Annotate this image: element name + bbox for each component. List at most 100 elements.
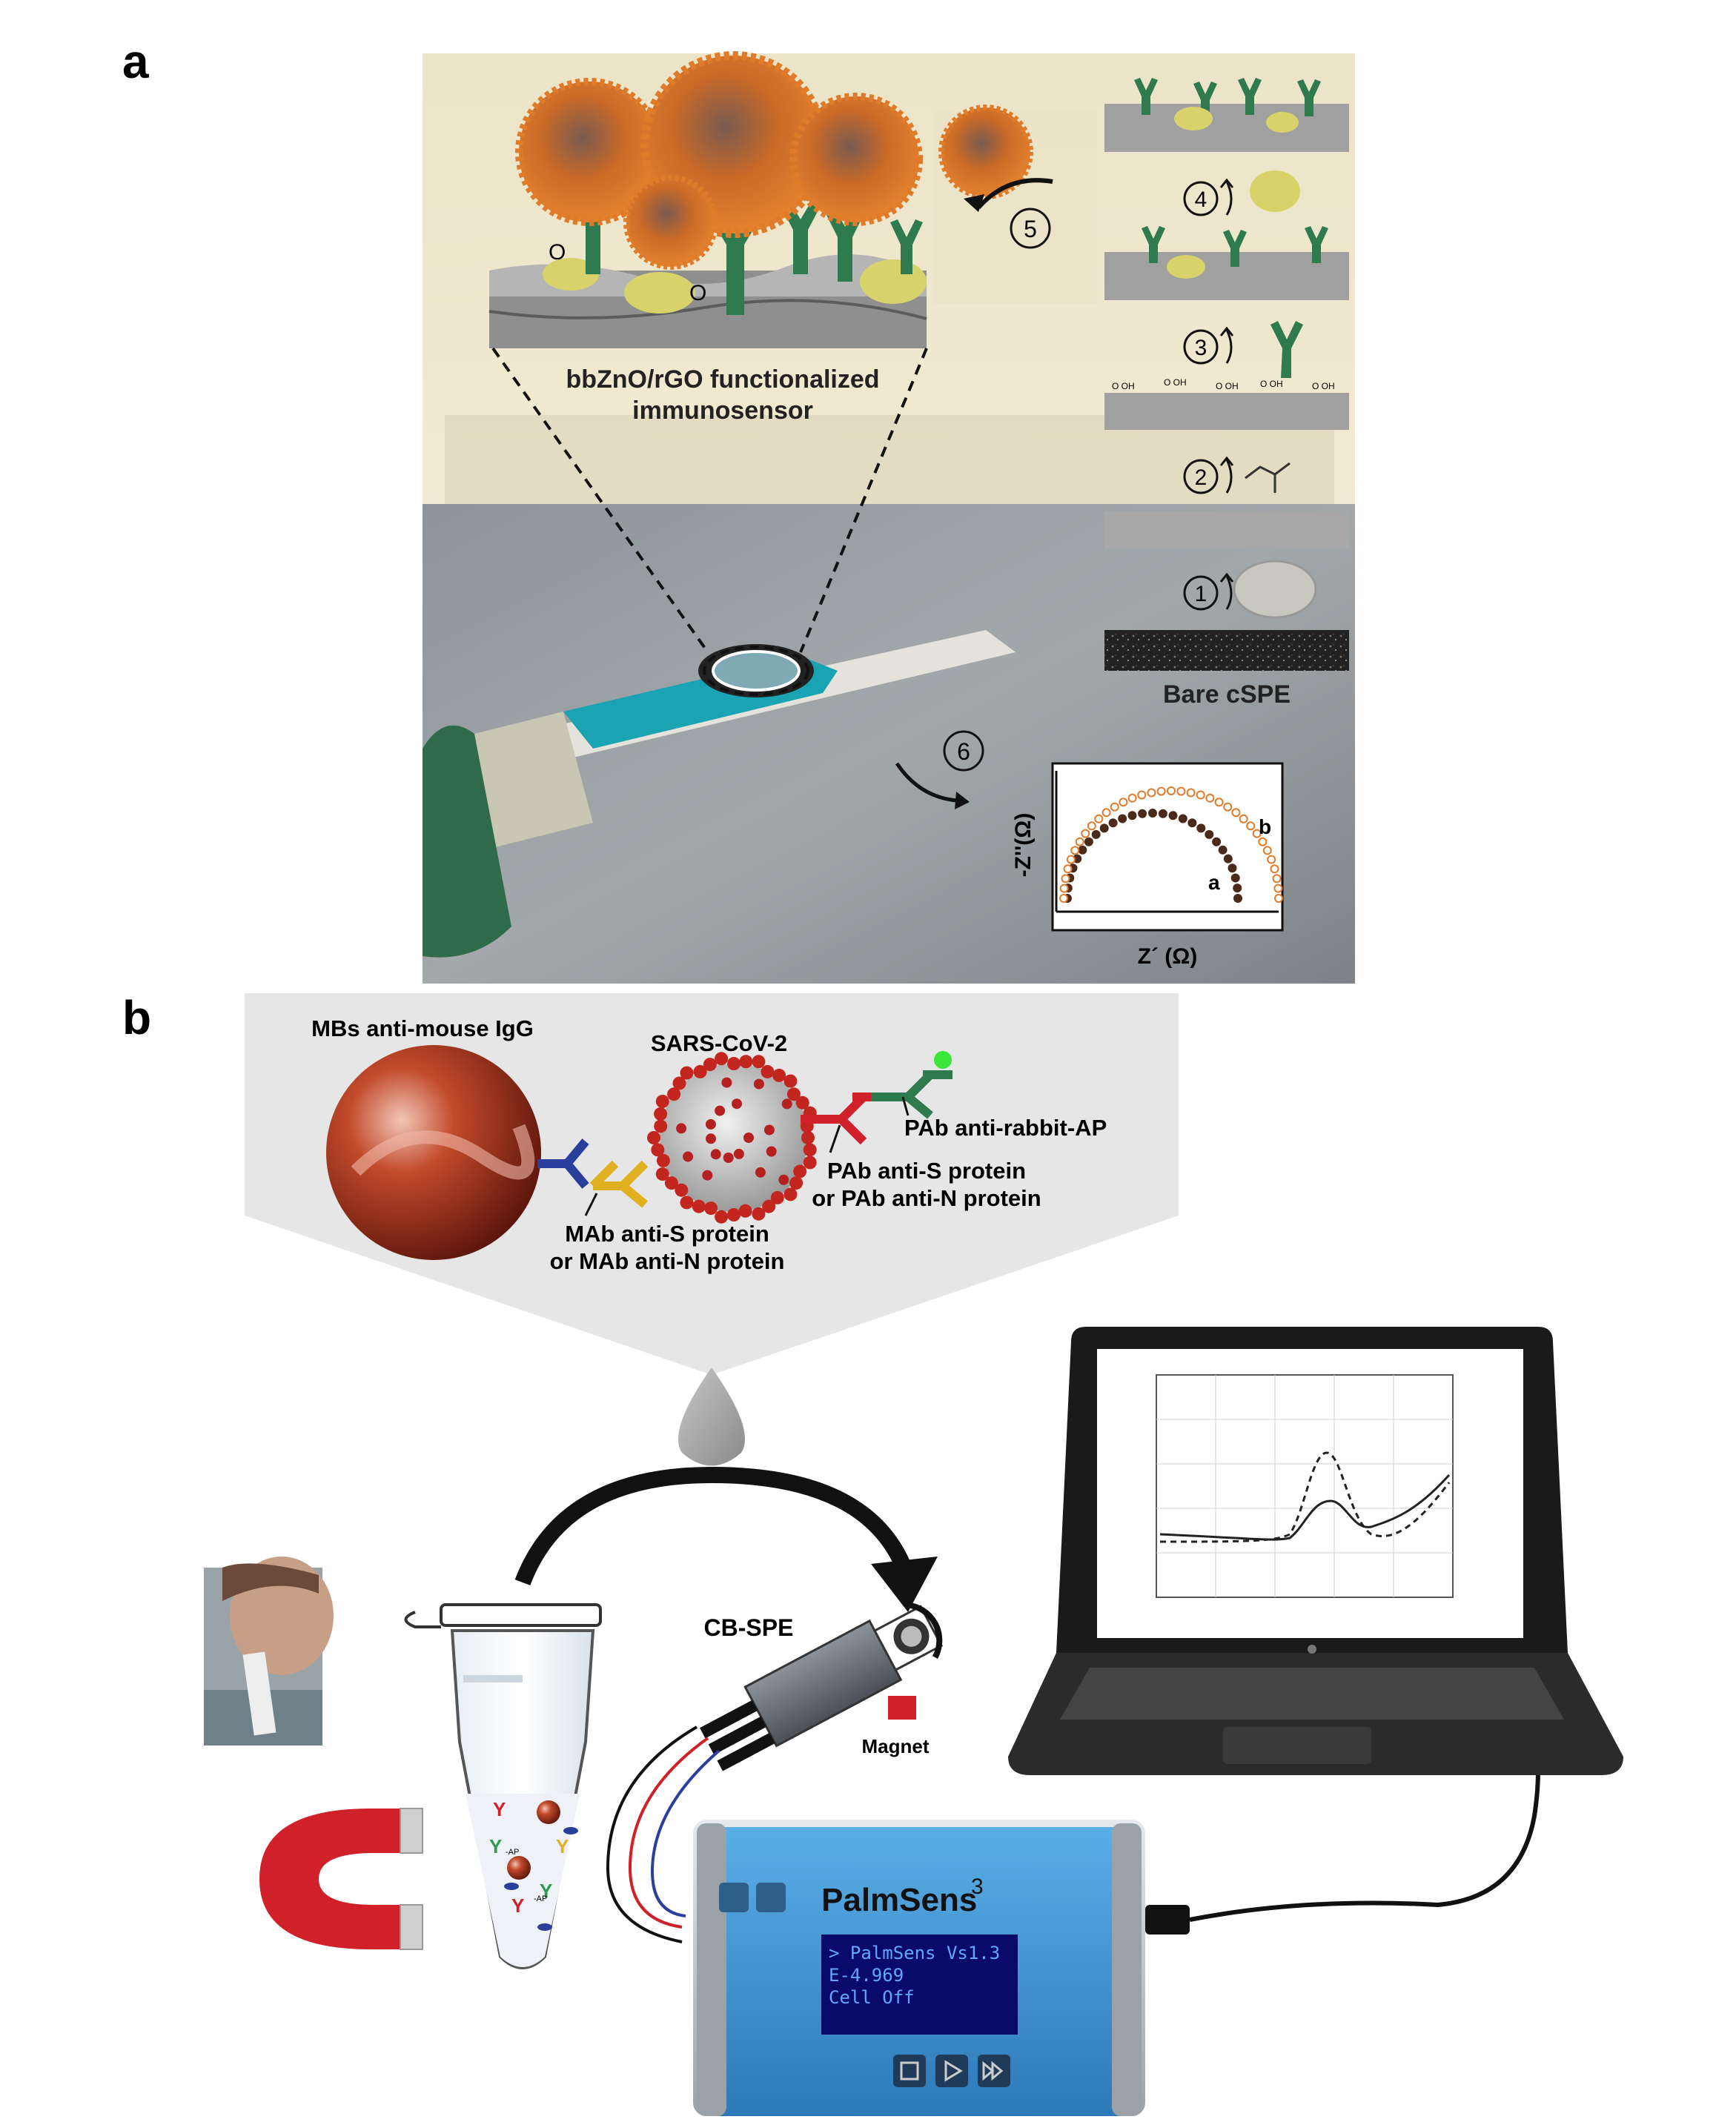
virus-spike bbox=[667, 1087, 681, 1101]
nyquist-point-a bbox=[1196, 823, 1206, 833]
nyquist-point-b bbox=[1252, 829, 1262, 838]
virus-spike bbox=[692, 1199, 706, 1213]
virus-spike bbox=[672, 1076, 686, 1090]
nyquist-point-b bbox=[1094, 814, 1104, 823]
virus-spike bbox=[723, 1153, 734, 1163]
play-button[interactable] bbox=[935, 2055, 968, 2087]
carbonyl-label: O bbox=[549, 240, 566, 265]
nyquist-point-b bbox=[1137, 790, 1147, 800]
nyquist-point-a bbox=[1138, 809, 1147, 818]
virus-spike bbox=[703, 1058, 717, 1072]
electrode-strip bbox=[423, 630, 1016, 958]
nyquist-point-b bbox=[1066, 855, 1076, 864]
tube-ap-tag: -AP bbox=[534, 1894, 547, 1903]
virus-spike bbox=[738, 1204, 752, 1218]
nyquist-point-b bbox=[1239, 814, 1248, 823]
virus-spike bbox=[753, 1078, 764, 1090]
nyquist-point-b bbox=[1075, 837, 1084, 846]
nyquist-point-b bbox=[1258, 837, 1268, 846]
nyquist-point-b bbox=[1267, 855, 1276, 864]
magnet-label: Magnet bbox=[862, 1735, 930, 1757]
virus-label: SARS-CoV-2 bbox=[651, 1030, 787, 1056]
virus-spike bbox=[739, 1055, 753, 1069]
virus-spike bbox=[733, 1148, 744, 1159]
step-1-number: 1 bbox=[1195, 582, 1207, 606]
virus-spike bbox=[654, 1119, 668, 1133]
virus-spike bbox=[675, 1183, 689, 1197]
skip-icon bbox=[982, 2061, 1004, 2081]
nyquist-point-b bbox=[1270, 864, 1279, 874]
beads-label: MBs anti-mouse IgG bbox=[311, 1015, 534, 1041]
surface-group: O OH bbox=[1112, 381, 1135, 391]
nyquist-point-b bbox=[1214, 798, 1224, 807]
nyquist-point-b bbox=[1063, 864, 1073, 874]
stop-icon bbox=[900, 2061, 919, 2081]
nyquist-point-b bbox=[1231, 808, 1241, 818]
stop-button[interactable] bbox=[893, 2055, 926, 2087]
sars-cov-2-particle bbox=[660, 1064, 808, 1212]
surface-group: O OH bbox=[1216, 381, 1239, 391]
virus-spike bbox=[715, 1105, 726, 1116]
magnetic-bead bbox=[326, 1045, 541, 1260]
nyquist-point-a bbox=[1233, 884, 1242, 893]
virus-spike bbox=[693, 1064, 707, 1078]
step-6-arrow: 6 bbox=[895, 738, 970, 809]
nyquist-point-b bbox=[1246, 821, 1256, 831]
nyquist-point-a bbox=[1218, 845, 1228, 855]
virus-spike bbox=[762, 1199, 776, 1213]
virus-spike bbox=[783, 1187, 798, 1201]
carbonyl-label: O bbox=[689, 281, 706, 305]
nyquist-ylabel: -Z''(Ω) bbox=[1011, 813, 1036, 878]
play-icon bbox=[944, 2060, 963, 2082]
pab-ap-label: PAb anti-rabbit-AP bbox=[904, 1115, 1107, 1141]
svg-text:Y: Y bbox=[489, 1835, 502, 1857]
virus-spike bbox=[705, 1118, 716, 1130]
nyquist-point-a bbox=[1148, 809, 1157, 818]
nyquist-point-b bbox=[1274, 894, 1283, 903]
virus-spike bbox=[655, 1095, 669, 1108]
svg-text:Y: Y bbox=[556, 1835, 569, 1857]
virus-spike bbox=[676, 1123, 687, 1134]
nyquist-xlabel: Z´ (Ω) bbox=[1138, 944, 1198, 969]
virus-spike bbox=[766, 1146, 777, 1157]
virus-spike bbox=[752, 1207, 766, 1221]
device-model-superscript: 3 bbox=[971, 1874, 984, 1899]
virus-spike bbox=[743, 1133, 754, 1143]
nyquist-point-b bbox=[1156, 786, 1166, 796]
light-button[interactable] bbox=[756, 1883, 786, 1912]
nyquist-point-a bbox=[1118, 814, 1127, 823]
virus-spike bbox=[651, 1143, 665, 1157]
sensor-label-line1: bbZnO/rGO functionalized bbox=[566, 365, 879, 394]
sample-tube: Y Y Y Y Y -AP -AP bbox=[404, 1603, 602, 1969]
surface-group: O OH bbox=[1312, 381, 1335, 391]
nyquist-point-a bbox=[1223, 854, 1233, 863]
fabrication-steps: O OH O OH O OH O OH O OH 4 3 2 1 Bare cS… bbox=[943, 78, 1349, 772]
patient-photo bbox=[204, 1557, 334, 1746]
nyquist-point-a bbox=[1108, 818, 1118, 828]
virus-spike bbox=[778, 1174, 789, 1185]
virus-spike bbox=[727, 1208, 741, 1221]
nyquist-point-b bbox=[1087, 821, 1096, 831]
virus-spike bbox=[710, 1149, 721, 1160]
nyquist-point-b bbox=[1127, 793, 1137, 803]
nyquist-point-b bbox=[1110, 802, 1119, 812]
nyquist-point-b bbox=[1081, 829, 1090, 838]
ap-label-dot bbox=[934, 1051, 952, 1069]
potentiostat: PalmSens 3 > PalmSens Vs1.3 E-4.969 Cell… bbox=[693, 1820, 1190, 2116]
tube-ap-tag: -AP bbox=[506, 1848, 519, 1857]
step-5-number: 5 bbox=[1024, 216, 1037, 242]
electrode-label: CB-SPE bbox=[704, 1614, 794, 1641]
virus-spike bbox=[647, 1131, 660, 1144]
virus-spike bbox=[795, 1095, 809, 1110]
power-button[interactable] bbox=[719, 1883, 749, 1912]
nyquist-point-b bbox=[1186, 788, 1196, 798]
virus-spike bbox=[761, 1064, 775, 1078]
surface-group: O OH bbox=[1164, 377, 1187, 388]
zoom-lines bbox=[491, 347, 928, 654]
nyquist-point-b bbox=[1272, 874, 1282, 884]
panel-b-letter: b bbox=[122, 991, 151, 1044]
cb-spe-electrode: CB-SPE Magnet bbox=[606, 1602, 944, 1943]
virus-spike bbox=[789, 1176, 804, 1190]
